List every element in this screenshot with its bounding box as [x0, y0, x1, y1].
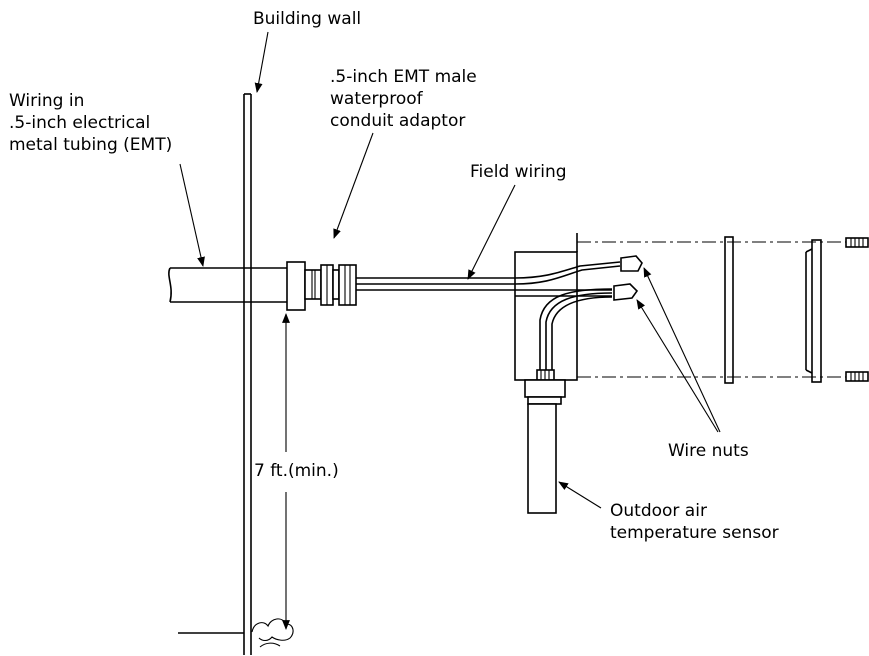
- conduit-adaptor: [286, 261, 357, 311]
- alignment-lines: [577, 241, 846, 378]
- adaptor-label: .5-inch EMT male waterproof conduit adap…: [330, 66, 477, 132]
- adaptor-line-1: .5-inch EMT male: [330, 67, 477, 87]
- emt-wiring-label: Wiring in .5-inch electrical metal tubin…: [9, 90, 172, 156]
- emt-conduit: [168, 267, 287, 303]
- gasket: [724, 236, 734, 384]
- wire-nut-lower: [613, 283, 639, 301]
- adaptor-line-2: waterproof: [330, 89, 423, 109]
- building-wall: [243, 93, 252, 655]
- field-wiring: [356, 277, 515, 291]
- leader-arrows: [179, 31, 721, 509]
- building-wall-label: Building wall: [253, 9, 362, 29]
- height-label: 7 ft.(min.): [254, 461, 339, 481]
- emt-wiring-line-1: Wiring in: [9, 91, 85, 111]
- wire-nuts-label: Wire nuts: [668, 441, 749, 461]
- ground-line: [178, 618, 294, 648]
- adaptor-line-3: conduit adaptor: [330, 111, 466, 131]
- screw-lower: [845, 371, 869, 382]
- wire-nut-upper: [620, 255, 643, 272]
- temperature-sensor: [524, 369, 566, 514]
- emt-wiring-line-2: .5-inch electrical: [9, 113, 151, 133]
- field-wiring-label: Field wiring: [470, 162, 567, 182]
- junction-box: [514, 233, 621, 381]
- sensor-line-1: Outdoor air: [610, 501, 707, 521]
- screw-upper: [845, 237, 869, 248]
- sensor-label: Outdoor air temperature sensor: [610, 500, 779, 544]
- emt-wiring-line-3: metal tubing (EMT): [9, 135, 173, 155]
- cover-plate: [805, 239, 822, 383]
- sensor-line-2: temperature sensor: [610, 523, 779, 543]
